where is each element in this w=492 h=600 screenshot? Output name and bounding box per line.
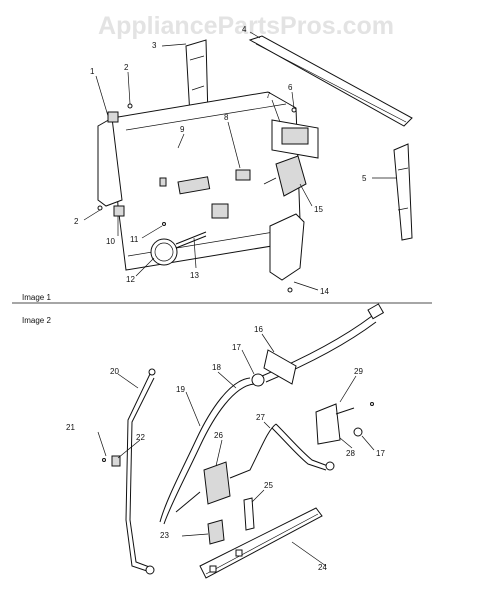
part-21-screw: [102, 458, 106, 462]
callout-9: 9: [180, 125, 185, 134]
callout-22: 22: [136, 433, 145, 442]
part-17-fitting-right: [353, 427, 363, 437]
part-24-manifold: [199, 507, 323, 579]
part-25-bracket: [243, 497, 255, 531]
callout-10: 10: [106, 237, 115, 246]
part-7-switch-housing: [271, 119, 319, 159]
callout-5: 5: [362, 174, 367, 183]
part-4-channel: [248, 35, 413, 127]
part-27-tube: [275, 423, 329, 467]
part-1-end-cap: [97, 111, 123, 207]
leader-lines-image-2: [97, 333, 375, 567]
callout-19: 19: [176, 385, 185, 394]
callout-13: 13: [190, 271, 199, 280]
part-2-screw-top: [127, 103, 133, 109]
part-14-end-cap: [269, 213, 305, 281]
callout-4: 4: [242, 25, 247, 34]
part-12-knob: [150, 238, 178, 266]
part-23-regulator: [207, 519, 225, 545]
part-10-switch: [113, 205, 125, 217]
callout-18: 18: [212, 363, 221, 372]
callout-17-right: 17: [376, 449, 385, 458]
part-11-screw: [162, 222, 166, 226]
part-19-tube: [159, 377, 251, 523]
callout-12: 12: [126, 275, 135, 284]
part-2-screw-bottom: [97, 205, 103, 211]
callout-14: 14: [320, 287, 329, 296]
part-14-screw: [287, 287, 293, 293]
callout-21: 21: [66, 423, 75, 432]
section-label-image-2: Image 2: [22, 316, 51, 325]
callout-27: 27: [256, 413, 265, 422]
watermark: AppliancePartsPros.com: [98, 12, 394, 40]
callout-25: 25: [264, 481, 273, 490]
callout-1: 1: [90, 67, 95, 76]
part-28-bracket: [315, 402, 374, 445]
callout-23: 23: [160, 531, 169, 540]
part-20-tube: [125, 373, 151, 573]
callout-26: 26: [214, 431, 223, 440]
part-6-screw: [291, 107, 297, 113]
part-22-clip: [111, 455, 121, 467]
callout-16: 16: [254, 325, 263, 334]
part-26-valve: [175, 423, 277, 513]
callout-17-top: 17: [232, 343, 241, 352]
callout-11: 11: [130, 235, 139, 244]
callout-24: 24: [318, 563, 327, 572]
callout-7: 7: [266, 91, 271, 100]
part-8-clip: [235, 169, 251, 181]
callout-28: 28: [346, 449, 355, 458]
callout-2-bottom: 2: [74, 217, 79, 226]
callout-20: 20: [110, 367, 119, 376]
part-17-fitting-top: [251, 373, 265, 387]
part-13-shaft: [175, 231, 207, 249]
callout-15: 15: [314, 205, 323, 214]
callout-8: 8: [224, 113, 229, 122]
callout-6: 6: [288, 83, 293, 92]
section-label-image-1: Image 1: [22, 293, 51, 302]
callout-2-top: 2: [124, 63, 129, 72]
part-5-bracket: [393, 143, 413, 241]
part-16-tube-bracket: [261, 303, 385, 385]
leader-lines-image-1: [83, 31, 396, 291]
callout-29: 29: [354, 367, 363, 376]
callout-3: 3: [152, 41, 157, 50]
part-15-ignition-switch: [263, 155, 307, 197]
